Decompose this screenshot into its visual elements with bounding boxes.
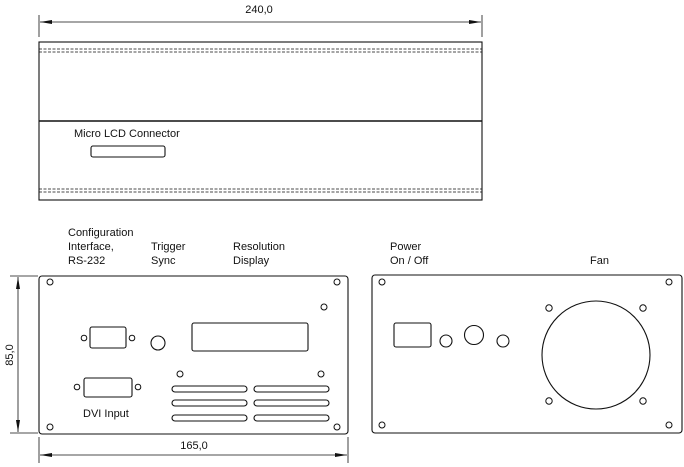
- rear-panel: [371, 274, 683, 434]
- micro-lcd-connector-label: Micro LCD Connector: [74, 128, 180, 140]
- dimension-label-165: 165,0: [180, 440, 208, 452]
- power-label-2: On / Off: [390, 255, 429, 267]
- config-label-2: Interface,: [68, 241, 114, 253]
- top-view: Micro LCD Connector: [38, 41, 483, 201]
- power-label-1: Power: [390, 241, 422, 253]
- config-label-1: Configuration: [68, 227, 133, 239]
- trigger-sync-jack: [150, 335, 166, 351]
- trigger-label-2: Sync: [151, 255, 176, 267]
- fan-opening: [541, 300, 651, 410]
- dvi-connector: [73, 377, 142, 398]
- config-label-3: RS-232: [68, 255, 105, 267]
- trigger-label-1: Trigger: [151, 241, 186, 253]
- vent-slots: [171, 385, 330, 422]
- dimension-165: 165,0: [38, 437, 349, 463]
- dimension-85: 85,0: [4, 275, 38, 434]
- resolution-label-1: Resolution: [233, 241, 285, 253]
- front-panel: DVI Input: [38, 275, 349, 435]
- power-switch: [393, 322, 432, 348]
- resolution-display: [191, 322, 309, 352]
- resolution-label-2: Display: [233, 255, 270, 267]
- dvi-input-label: DVI Input: [83, 408, 129, 420]
- dimension-label-85: 85,0: [4, 344, 16, 365]
- dimension-240: 240,0: [38, 4, 483, 37]
- micro-lcd-connector: [90, 145, 166, 158]
- power-socket: [463, 324, 485, 346]
- rs232-connector: [80, 326, 136, 349]
- fan-label: Fan: [590, 255, 609, 267]
- dimension-label-240: 240,0: [245, 4, 273, 16]
